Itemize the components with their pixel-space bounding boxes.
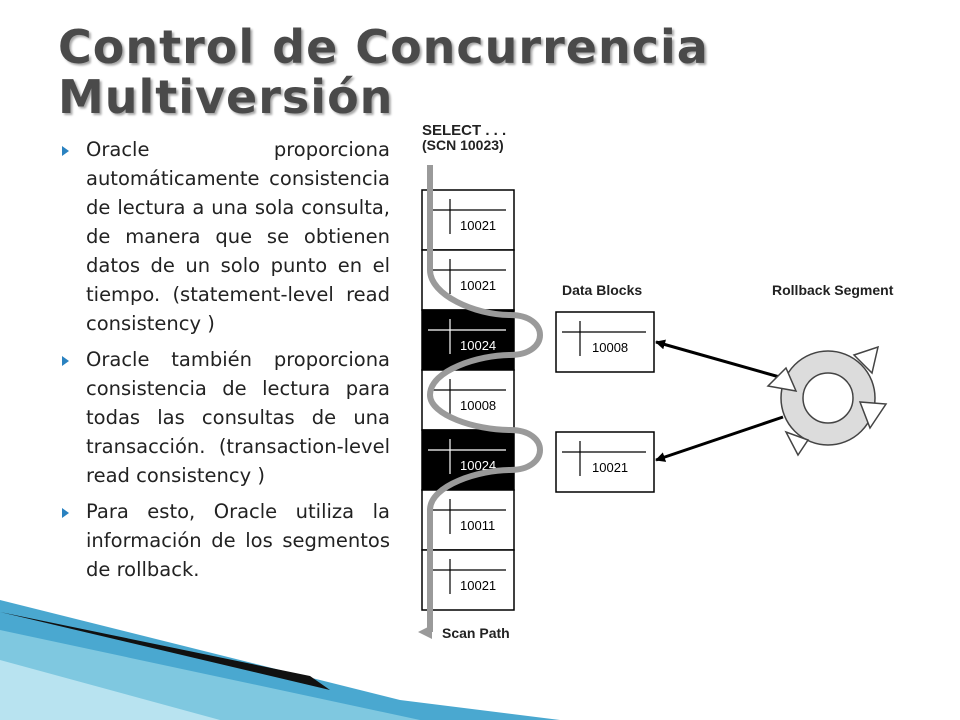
data-block: 10011: [421, 489, 515, 551]
bullet-arrow-icon: [62, 508, 69, 518]
rollback-segment-label: Rollback Segment: [772, 282, 894, 298]
bullet-list: Oracle proporciona automáticamente consi…: [60, 135, 390, 591]
block-scn-label: 10021: [460, 218, 496, 233]
bullet-text: Oracle también proporciona consistencia …: [86, 348, 390, 487]
bullet-text: Para esto, Oracle utiliza la información…: [86, 500, 390, 581]
rollback-scn-label: 10008: [592, 340, 628, 355]
scan-path: [418, 165, 543, 639]
block-scn-label: 10021: [460, 578, 496, 593]
data-block-column: 10021 10021 10024 10008 10024 10011 10021: [421, 189, 515, 611]
data-block: 10021: [421, 249, 515, 311]
data-block: 10021: [421, 549, 515, 611]
bullet-arrow-icon: [62, 356, 69, 366]
title-line-1: Control de Concurrencia: [58, 20, 709, 74]
rollback-block-column: 10008 10021: [555, 311, 655, 493]
bullet-text: Oracle proporciona automáticamente consi…: [86, 138, 390, 335]
block-scn-label: 10021: [460, 278, 496, 293]
rollback-cycle-icon: [766, 345, 888, 457]
block-scn-label: 10024: [460, 338, 496, 353]
rollback-block: 10021: [555, 431, 655, 493]
data-blocks-label: Data Blocks: [562, 282, 642, 298]
rollback-arrow: [655, 415, 784, 462]
block-scn-label: 10008: [460, 398, 496, 413]
bullet-item: Para esto, Oracle utiliza la información…: [60, 497, 390, 584]
rollback-scn-label: 10021: [592, 460, 628, 475]
block-scn-label: 10011: [460, 518, 495, 533]
data-block: 10024: [421, 429, 515, 491]
title-line-2: Multiversión: [58, 70, 394, 124]
select-label: SELECT . . .: [422, 122, 506, 139]
rollback-block: 10008: [555, 311, 655, 373]
slide-title: Control de Concurrencia Multiversión: [58, 22, 709, 122]
scan-path-label: Scan Path: [442, 625, 510, 641]
scn-label: (SCN 10023): [422, 137, 504, 153]
bullet-item: Oracle proporciona automáticamente consi…: [60, 135, 390, 338]
read-consistency-diagram: SELECT . . . (SCN 10023) Data Blocks Rol…: [418, 122, 894, 641]
data-block: 10021: [421, 189, 515, 251]
corner-decoration: [0, 600, 560, 720]
bullet-arrow-icon: [62, 146, 69, 156]
bullet-item: Oracle también proporciona consistencia …: [60, 345, 390, 490]
rollback-arrow: [655, 339, 784, 380]
